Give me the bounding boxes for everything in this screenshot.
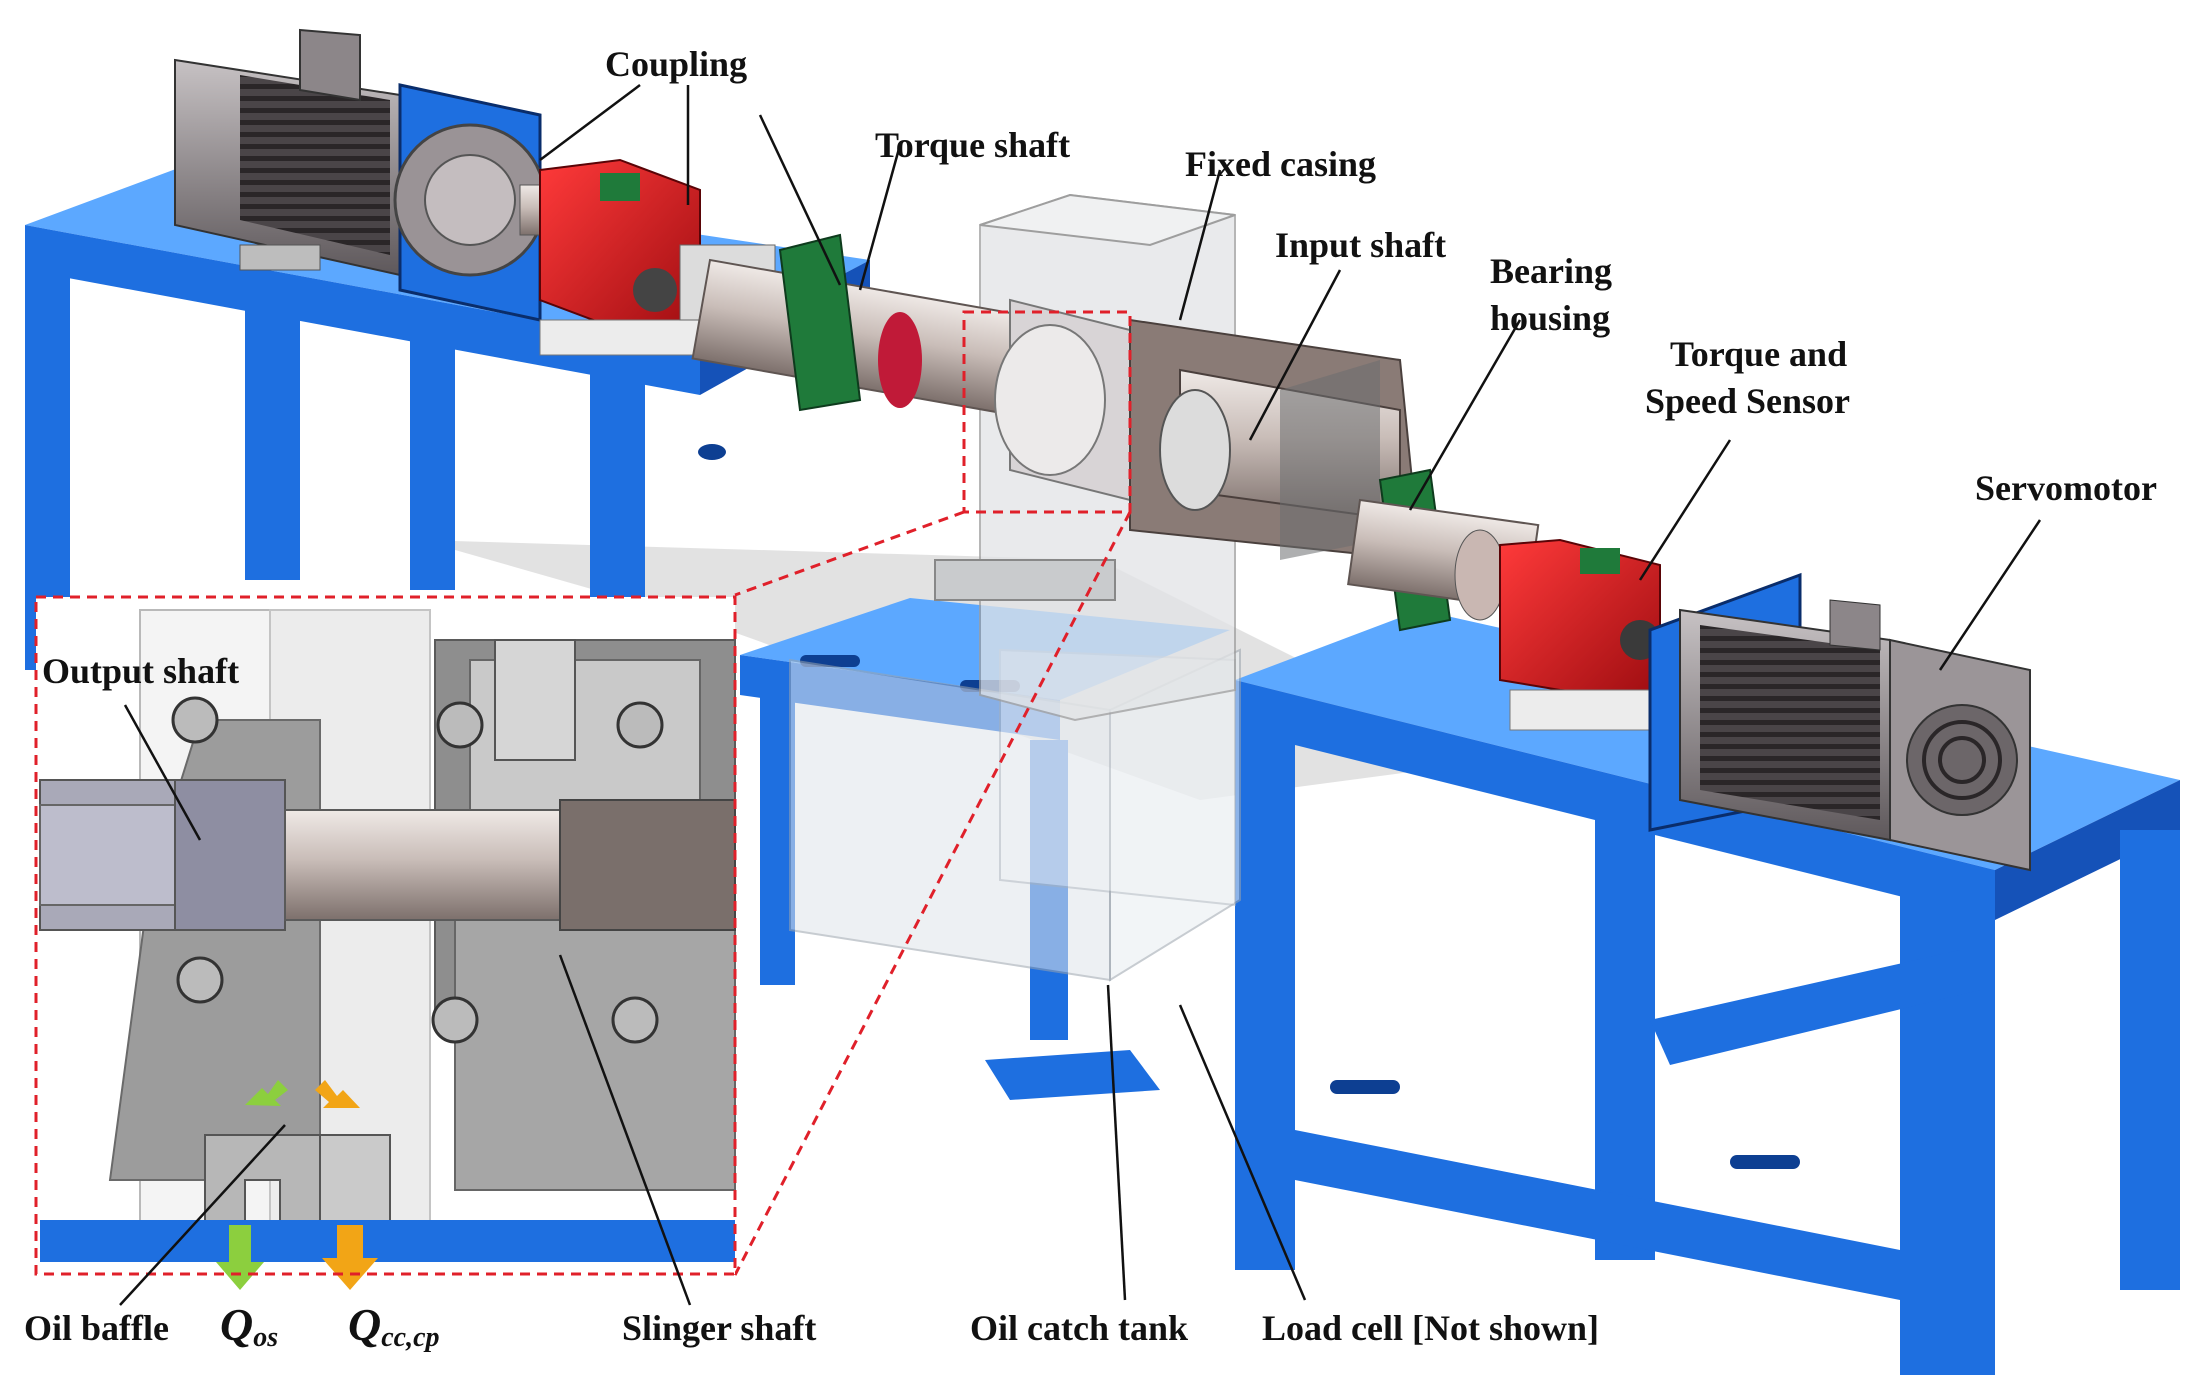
- label-bearing-housing-2: housing: [1490, 298, 1610, 338]
- right-leg-a: [1235, 730, 1295, 1270]
- right-sensor-display: [1580, 548, 1620, 574]
- right-frame-base: [1295, 1130, 1900, 1300]
- label-slinger-shaft: Slinger shaft: [622, 1308, 816, 1348]
- q-os-main: Q: [220, 1299, 253, 1350]
- leader-lines: [119, 84, 2042, 1306]
- label-servomotor: Servomotor: [1975, 468, 2157, 508]
- inset-slinger-shaft: [284, 809, 586, 921]
- inset-base-plate: [40, 1220, 735, 1262]
- label-coupling: Coupling: [605, 44, 747, 84]
- zoom-source-box: [962, 310, 1132, 514]
- center-foot: [985, 1050, 1160, 1100]
- label-oil-baffle: Oil baffle: [24, 1308, 169, 1348]
- label-oil-catch-tank: Oil catch tank: [970, 1308, 1188, 1348]
- center-cutaway: [994, 298, 1422, 562]
- left-shaft-train: [519, 158, 1066, 423]
- q-os-subscript: os: [253, 1322, 278, 1353]
- left-leg-b: [245, 300, 300, 580]
- right-frame-brace: [1650, 950, 1980, 1065]
- zoom-link-top: [734, 510, 965, 597]
- label-torque-sensor-1: Torque and: [1670, 334, 1847, 374]
- right-frame-front-rail: [1235, 680, 1995, 920]
- left-leg-c: [410, 330, 455, 590]
- right-leg-b: [1595, 820, 1655, 1260]
- right-servomotor: [1648, 572, 2031, 872]
- left-servomotor: [174, 28, 547, 322]
- label-output-shaft: Output shaft: [42, 651, 239, 691]
- label-torque-shaft: Torque shaft: [875, 125, 1070, 165]
- zoom-link-bottom: [733, 511, 1132, 1276]
- label-load-cell: Load cell [Not shown]: [1262, 1308, 1599, 1348]
- zoom-target-box: [34, 595, 737, 1276]
- small-green-arrow: [245, 1080, 288, 1106]
- inset-zoom-panel: [34, 595, 737, 1290]
- label-q-cccp: Qcc,cp: [348, 1299, 440, 1353]
- right-leg-d: [2120, 830, 2180, 1290]
- q-cccp-subscript: cc,cp: [381, 1322, 439, 1353]
- label-fixed-casing: Fixed casing: [1185, 144, 1376, 184]
- label-bearing-housing-1: Bearing: [1490, 251, 1612, 291]
- right-shaft-train: [1347, 468, 1661, 731]
- label-input-shaft: Input shaft: [1275, 225, 1446, 265]
- small-orange-arrow: [315, 1080, 360, 1108]
- label-torque-sensor-2: Speed Sensor: [1645, 381, 1850, 421]
- left-frame-front-rail: [25, 225, 700, 395]
- label-q-os: Qos: [220, 1299, 278, 1353]
- q-cccp-main: Q: [348, 1299, 381, 1350]
- left-sensor-display: [600, 173, 640, 201]
